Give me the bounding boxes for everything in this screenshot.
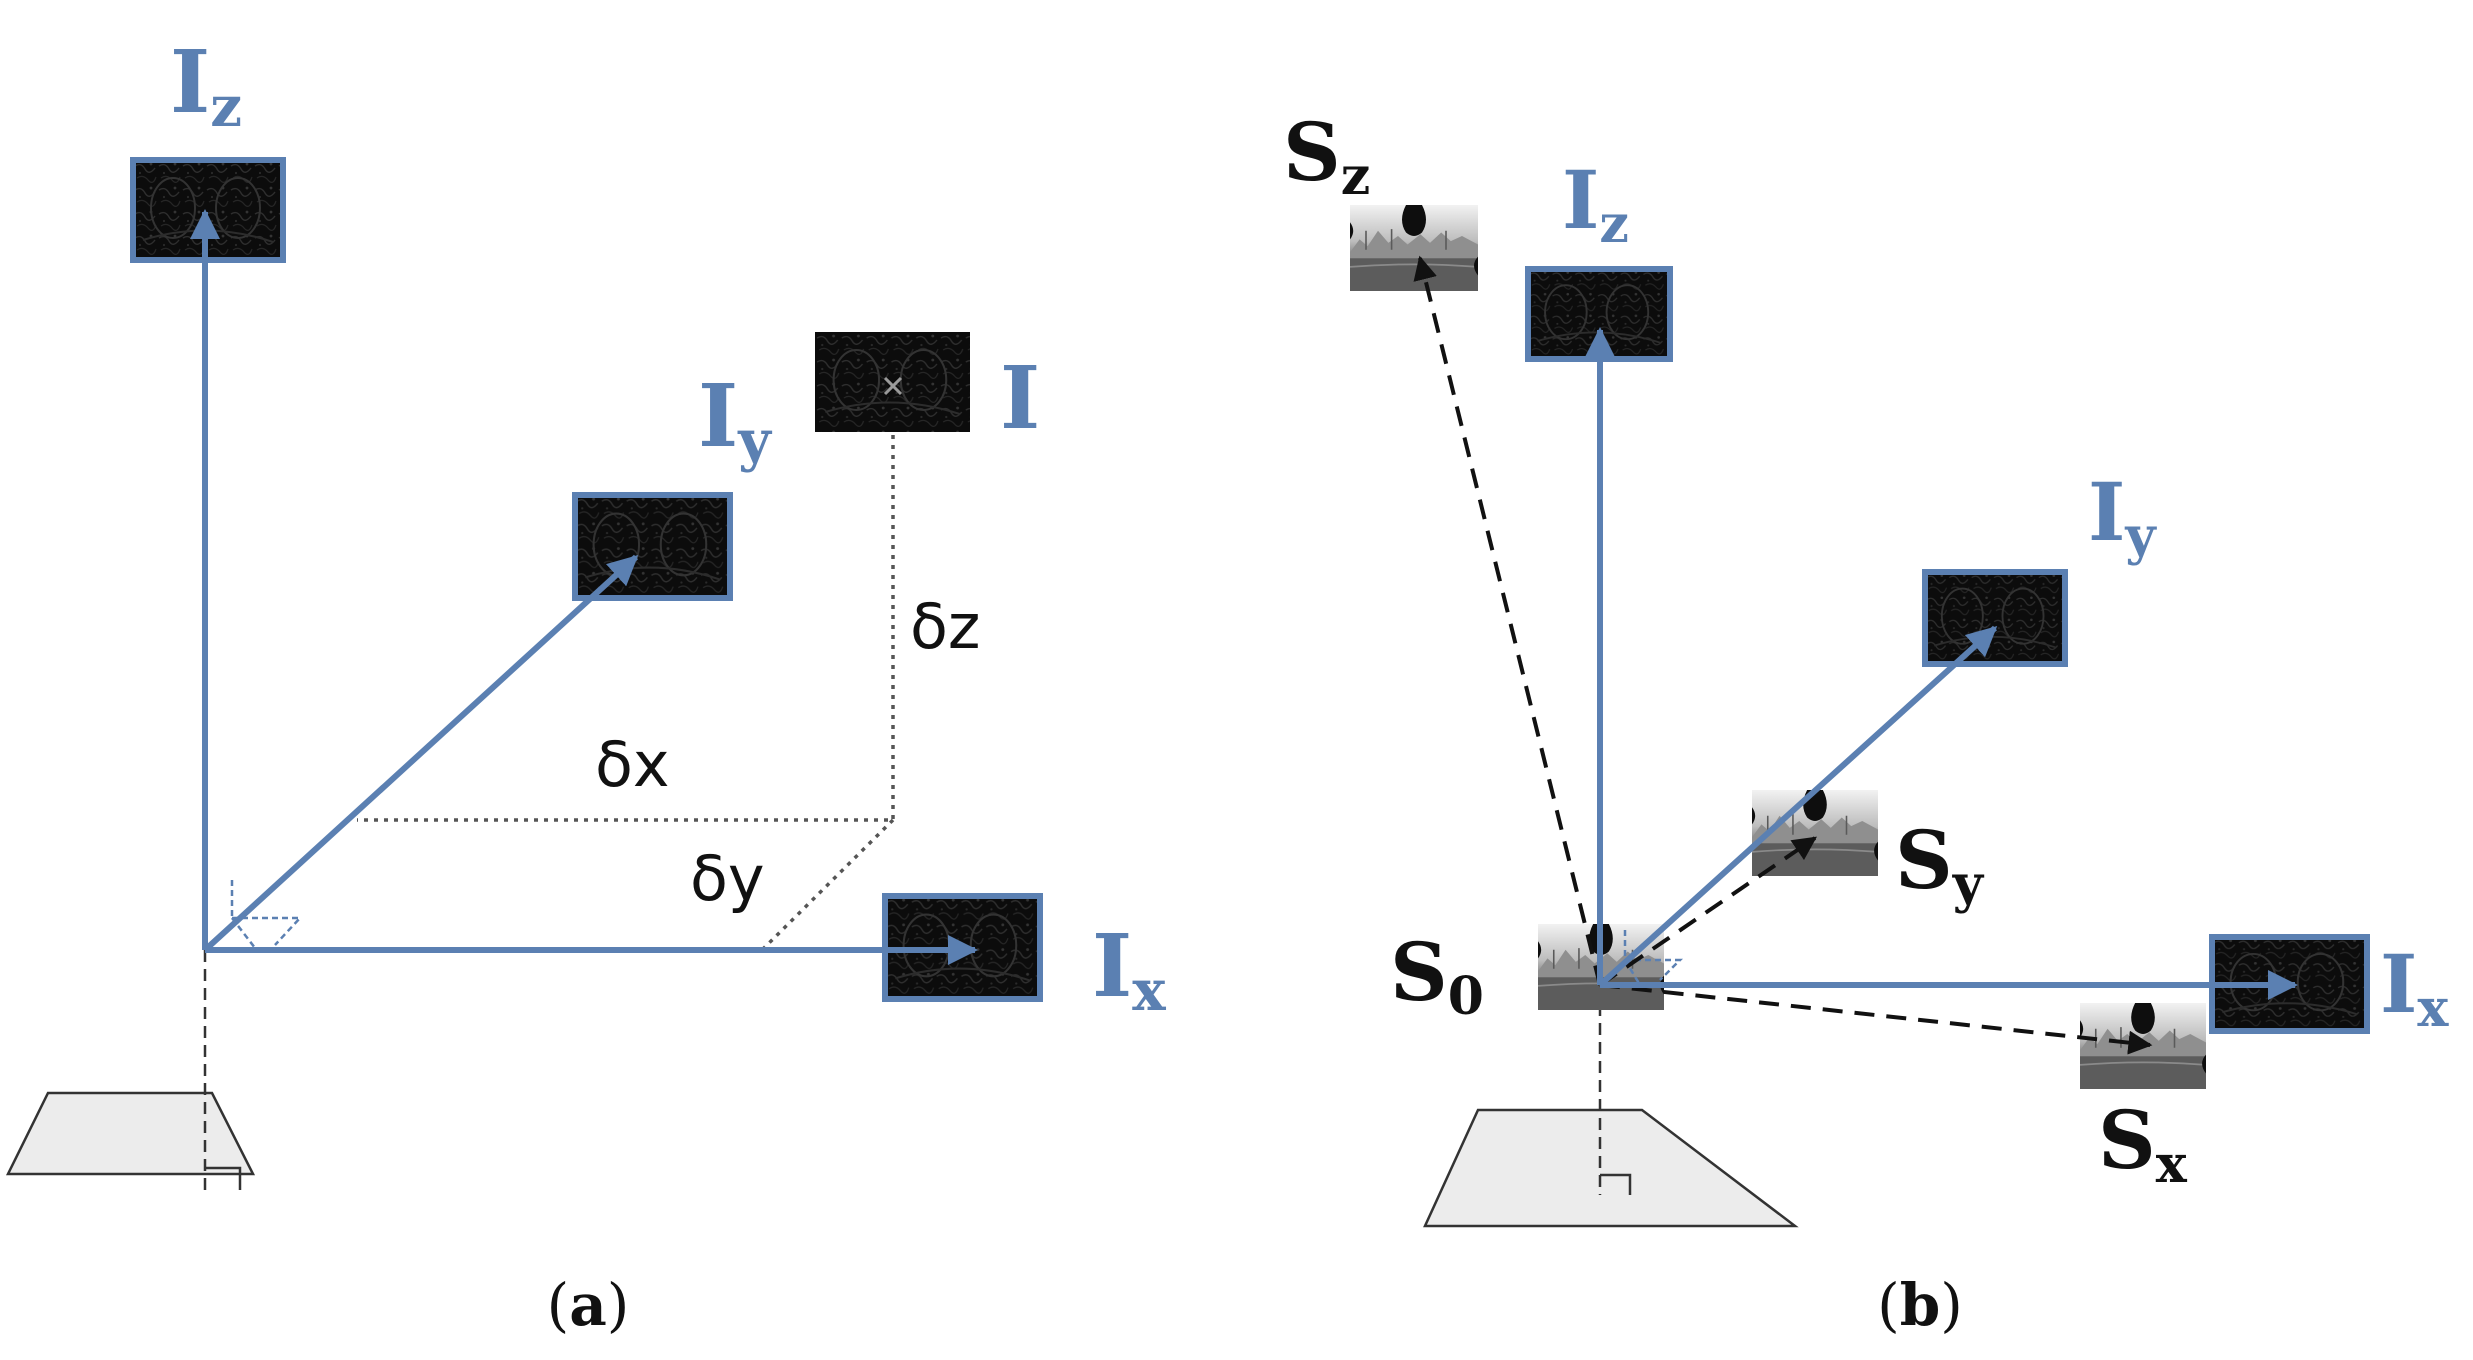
panel-b: Sz Iz Iy Sy S0 Ix Sx (b) [1283, 105, 2449, 1339]
ground-plane [5, 1091, 256, 1176]
label-delta-z: δz [910, 590, 980, 663]
label-iy: Iy [2088, 465, 2157, 567]
image-iy [575, 495, 730, 598]
image-sz [1350, 205, 1478, 291]
label-i: I [1000, 348, 1040, 449]
panel-a: Iz Iy Ix I δz δx δy (a) [5, 32, 1166, 1339]
label-sy: Sy [1895, 813, 1985, 915]
ground-plane [1423, 1108, 1799, 1228]
dashed-arrow-sz [1413, 255, 1602, 986]
caption-b: (b) [1877, 1271, 1963, 1339]
small-frame-icon [230, 880, 303, 949]
label-iz: Iz [1562, 153, 1629, 255]
axis-y-arrow [202, 554, 639, 953]
label-ix: Ix [2380, 937, 2449, 1039]
axis-y-arrow [1597, 625, 1998, 988]
frame-iy [1922, 569, 2068, 667]
label-sx: Sx [2098, 1093, 2188, 1195]
cross-marker [883, 376, 903, 396]
dotted-construction-lines [357, 385, 895, 952]
label-ix: Ix [1092, 916, 1166, 1024]
right-angle-mark [205, 1166, 242, 1190]
label-delta-y: δy [690, 842, 765, 915]
image-iy [1925, 572, 2065, 664]
right-angle-mark [1600, 1173, 1632, 1195]
caption-a: (a) [547, 1271, 630, 1339]
label-iz: Iz [170, 32, 242, 140]
image-i [815, 332, 970, 432]
label-s0: S0 [1390, 925, 1484, 1027]
label-iy: Iy [698, 366, 772, 474]
frame-iy [572, 492, 733, 601]
dashed-arrow-sy [1598, 836, 1817, 987]
label-sz: Sz [1283, 105, 1370, 207]
dashed-arrow-sx [1599, 983, 2153, 1055]
label-delta-x: δx [595, 728, 670, 801]
